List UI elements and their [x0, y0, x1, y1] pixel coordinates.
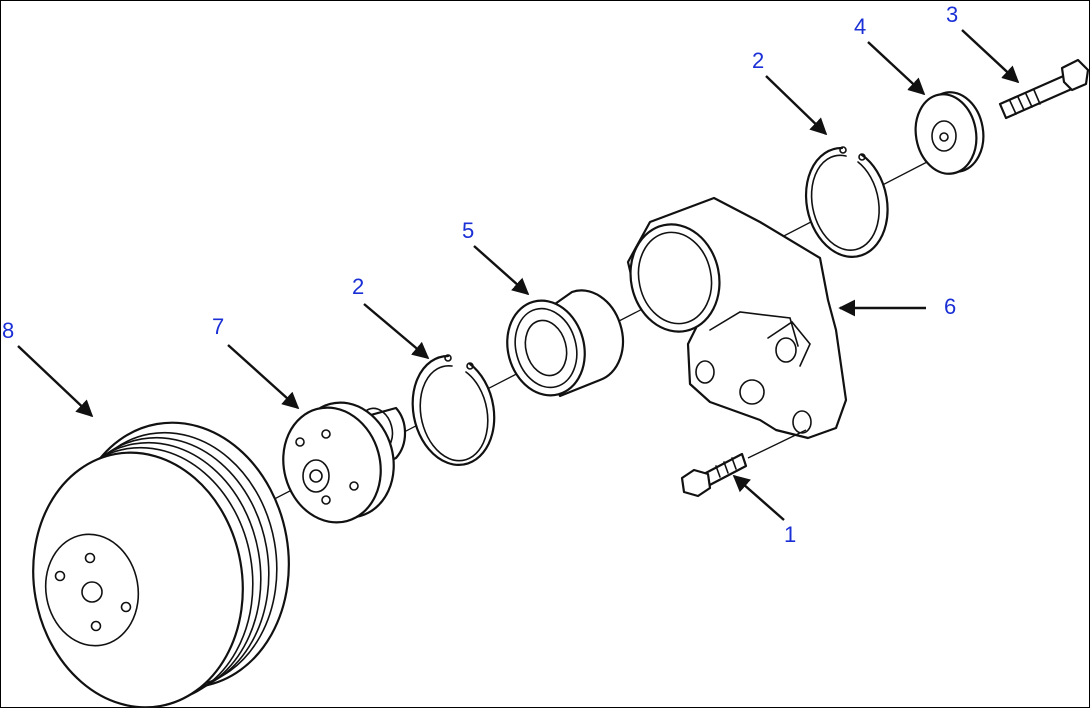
snap-ring-part-2-right [804, 146, 889, 258]
bracket-part-6 [626, 196, 848, 440]
leader-3 [961, 29, 1020, 84]
leader-lines [17, 29, 1020, 521]
leader-5 [473, 245, 530, 296]
callout-2-right: 2 [752, 48, 764, 73]
leader-2-right [765, 75, 828, 136]
callout-numbers: 8 7 2 5 6 2 4 3 1 [2, 2, 958, 547]
hub-part-7 [282, 401, 407, 524]
callout-3: 3 [946, 2, 958, 27]
pulley-part-8 [32, 421, 290, 708]
callout-2-left: 2 [352, 274, 364, 299]
bearing-part-5 [506, 289, 625, 398]
callout-7: 7 [212, 314, 224, 339]
leader-7 [227, 344, 300, 410]
bolt-part-1 [680, 429, 807, 498]
callout-4: 4 [854, 14, 866, 39]
leader-4 [867, 41, 926, 96]
callout-6: 6 [944, 294, 956, 319]
callout-1: 1 [784, 522, 796, 547]
bolt-part-3 [998, 58, 1090, 120]
callout-5: 5 [462, 218, 474, 243]
washer-part-4 [914, 91, 985, 175]
snap-ring-part-2-left [411, 354, 496, 466]
leader-1 [732, 474, 785, 521]
leader-2-left [363, 303, 430, 360]
leader-8 [17, 345, 94, 418]
callout-8: 8 [2, 318, 14, 343]
